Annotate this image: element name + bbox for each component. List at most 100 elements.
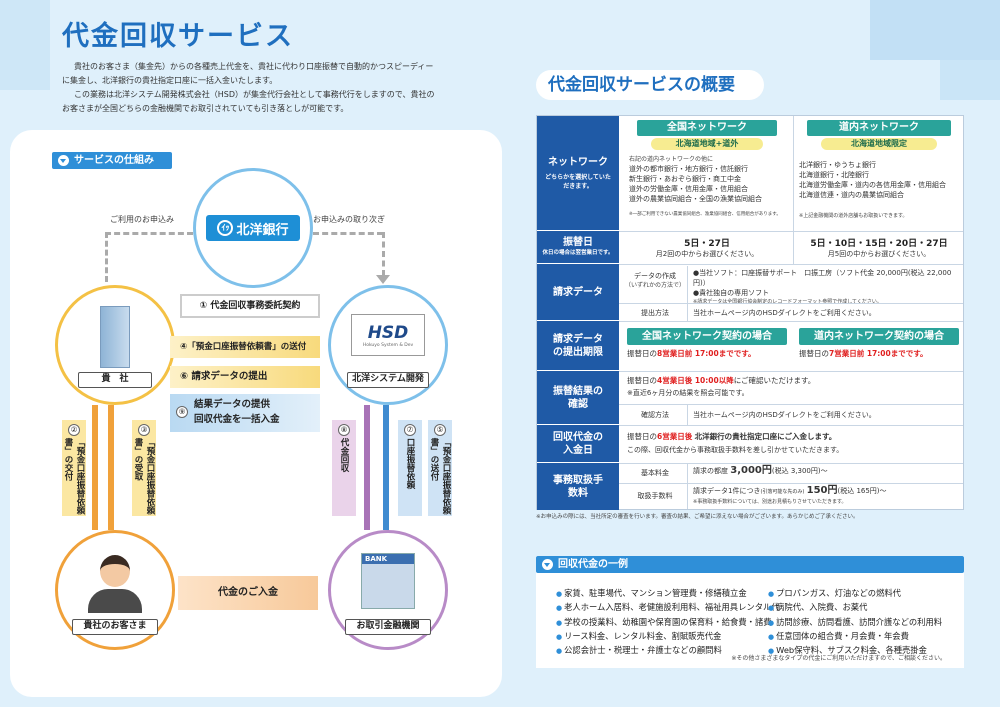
flow-4-send: ④「預金口座振替依頼書」の送付 [170, 336, 320, 358]
nationwide-item: 道外の都市銀行・地方銀行・信託銀行 [629, 165, 748, 173]
network-label: ネットワーク [548, 156, 608, 168]
hokkaido-foot: ※上記金融機関の道外店舗もお取扱いできます。 [799, 213, 908, 219]
financial-institution-node: BANK お取引金融機関 [328, 530, 448, 650]
transfer-sub: 休日の場合は翌営業日です。 [542, 250, 614, 256]
deposit-label: 回収代金の入金日 [553, 431, 603, 456]
flow-7-request: ⑦ 口座振替依頼 [398, 420, 422, 516]
flow-2-number: ② [68, 424, 80, 436]
transfer-label: 振替日 [563, 237, 593, 248]
flow-9-line-1: 結果データの提供 [194, 399, 271, 410]
arrow-down-icon [376, 275, 390, 284]
arrow-up-purple [364, 405, 370, 530]
list-item: リース料金、レンタル料金、割賦販売代金 [556, 630, 780, 644]
bank-name: 北洋銀行 [236, 222, 289, 238]
basic-fee-amount: 3,000円 [730, 465, 772, 476]
proc-fee-mini: (引落可能な先のみ) [760, 489, 805, 495]
flow-6-submit: ⑥ 請求データの提出 [170, 366, 320, 388]
row-label-billing: 請求データ [537, 264, 619, 321]
nationwide-foot: ※一部ご利用できない農業協同組合、漁業協同組合、信用組合があります。 [629, 212, 781, 217]
deposit-line-2: この際、回収代金から事務取扱手数料を差し引かせていただきます。 [627, 446, 844, 454]
person-icon [100, 555, 130, 587]
proc-fee-tax: (税込 165円)～ [837, 487, 887, 495]
list-item: 家賃、駐車場代、マンション管理費・修繕積立金 [556, 587, 780, 601]
hokkaido-item: 北海道信連・道内の農業協同組合 [799, 191, 904, 199]
company-node: 貴 社 [55, 285, 175, 405]
nationwide-item: 道外の農業協同組合・全国の漁業協同組合 [629, 195, 762, 203]
hsd-logo-sub: Hokuyo System & Dev [362, 342, 414, 348]
result-value: 4営業日後 10:00以降 [657, 376, 734, 385]
row-label-network: ネットワーク どちらかを選択していただきます。 [537, 116, 619, 231]
result-pre: 振替日の [627, 376, 657, 385]
flow-8-number: ⑧ [338, 424, 350, 436]
flow-3-number: ③ [138, 424, 150, 436]
apply-left-label: ご利用のお申込み [110, 215, 174, 224]
list-item: 公認会計士・税理士・弁護士などの顧問料 [556, 644, 780, 658]
deadline-nationwide-value: 8営業日前 17:00までです。 [657, 349, 756, 358]
bank-building-icon: BANK [361, 553, 415, 609]
row-label-result: 振替結果の確認 [537, 371, 619, 425]
chevron-down-icon [58, 155, 69, 166]
customer-caption: 貴社のお客さま [72, 619, 158, 635]
deadline-nationwide-title: 全国ネットワーク契約の場合 [627, 328, 787, 345]
list-item: 病院代、入院費、お薬代 [768, 601, 942, 615]
list-item: Web保守料、サブスク料金、各種売掛金 [768, 644, 942, 658]
deadline-label: 請求データの提出期限 [553, 333, 603, 358]
row-label-deadline: 請求データの提出期限 [537, 321, 619, 371]
submit-text: 当社ホームページ内のHSDダイレクトをご利用ください。 [693, 309, 876, 317]
confirm-method: 確認方法 [641, 411, 669, 419]
hokuyo-bank-node: ｲｯ 北洋銀行 [193, 168, 313, 288]
deadline-hokkaido-pre: 振替日の [799, 349, 829, 358]
flow-2-text: 「預金口座振替依頼書」の交付 [63, 438, 85, 515]
flow-2-issue: ② 「預金口座振替依頼書」の交付 [62, 420, 86, 516]
list-item: プロパンガス、灯油などの燃料代 [768, 587, 942, 601]
building-icon [100, 306, 130, 368]
transfer-hokkaido-sub: 月5回の中からお選びください。 [827, 250, 931, 258]
hokkaido-item: 北海道労働金庫・道内の各信用金庫・信用組合 [799, 181, 946, 189]
proc-fee-amount: 150円 [806, 485, 838, 496]
transfer-hokkaido: 5日・10日・15日・20日・27日 [810, 239, 948, 249]
intro-line-4: お客さまが全国どちらの金融機関でお取引されていても引き落としが可能です。 [62, 104, 349, 113]
nationwide-note: 右記の道内ネットワークの他に [629, 156, 714, 163]
billing-create-sub: （いずれかの方法で） [624, 282, 685, 289]
nationwide-sub: 北海道地域+道外 [651, 138, 763, 150]
customer-node: 貴社のお客さま [55, 530, 175, 650]
section-label-text: サービスの仕組み [74, 155, 154, 166]
list-item: 学校の授業料、幼稚園や保育園の保育料・給食費・諸費 [556, 616, 780, 630]
bank-mark-icon: ｲｯ [217, 220, 234, 236]
proc-fee-note: ※事務取扱手数料については、別途お見積もりさせていただきます。 [693, 499, 847, 505]
hokkaido-title: 道内ネットワーク [807, 120, 951, 136]
examples-box: 回収代金の一例 家賃、駐車場代、マンション管理費・修繕積立金 老人ホーム入居料、… [536, 556, 964, 668]
nationwide-block: 全国ネットワーク 北海道地域+道外 右記の道内ネットワークの他に 道外の都市銀行… [629, 120, 785, 219]
billing-create: データの作成 [634, 272, 676, 280]
flow-1-contract: ① 代金回収事務委託契約 [180, 294, 320, 318]
flow-9-line-2: 回収代金を一括入金 [194, 414, 280, 425]
intro-line-1: 貴社のお客さま（集金先）からの各種売上代金を、貴社に代わり口座振替で自動的かつス… [74, 62, 434, 71]
flow-3-receive: ③ 「預金口座振替依頼書」の受取 [132, 420, 156, 516]
basic-fee-tax: (税込 3,300円)～ [771, 467, 828, 475]
diagram-panel: サービスの仕組み ｲｯ 北洋銀行 ご利用のお申込み お申込みの取り次ぎ 貴 社 … [10, 130, 502, 697]
intro-line-3: この業務は北洋システム開発株式会社（HSD）が集金代行会社として事務代行をします… [74, 90, 435, 99]
overview-title: 代金回収サービスの概要 [536, 70, 764, 100]
payment-band: 代金のご入金 [178, 576, 318, 610]
examples-left-list: 家賃、駐車場代、マンション管理費・修繕積立金 老人ホーム入居料、老健施設利用料、… [556, 587, 780, 658]
billing-soft-2: ●貴社独自の専用ソフト [693, 289, 770, 297]
flow-5-send: ⑤ 「預金口座振替依頼書」の送付 [428, 420, 452, 516]
hsd-logo: HSD Hokuyo System & Dev [351, 314, 425, 356]
fin-caption: お取引金融機関 [345, 619, 431, 635]
hsd-node: HSD Hokuyo System & Dev 北洋システム開発 [328, 285, 448, 405]
flow-3-text: 「預金口座振替依頼書」の受取 [133, 438, 155, 515]
proc-fee-text: 請求データ1件につき [693, 487, 761, 495]
hokkaido-item: 北洋銀行・ゆうちょ銀行 [799, 161, 876, 169]
page-title: 代金回収サービス [62, 21, 294, 52]
arrow-up-orange [108, 405, 114, 530]
list-item: 任意団体の組合費・月会費・年会費 [768, 630, 942, 644]
fee-label: 事務取扱手数料 [553, 474, 603, 499]
nationwide-title: 全国ネットワーク [637, 120, 777, 136]
transfer-nationwide: 5日・27日 [684, 239, 730, 249]
list-item: 老人ホーム入居料、老健施設利用料、福祉用具レンタル代 [556, 601, 779, 615]
table-note: ※お申込みの際には、当社所定の審査を行います。審査の結果、ご希望に添えない場合が… [536, 514, 859, 520]
list-item: 訪問診療、訪問看護、訪問介護などの利用料 [768, 616, 942, 630]
submit-method: 提出方法 [641, 309, 669, 317]
result-note: ※直近6ヶ月分の結果を照会可能です。 [627, 389, 749, 397]
flow-9-number: ⑨ [176, 406, 188, 418]
